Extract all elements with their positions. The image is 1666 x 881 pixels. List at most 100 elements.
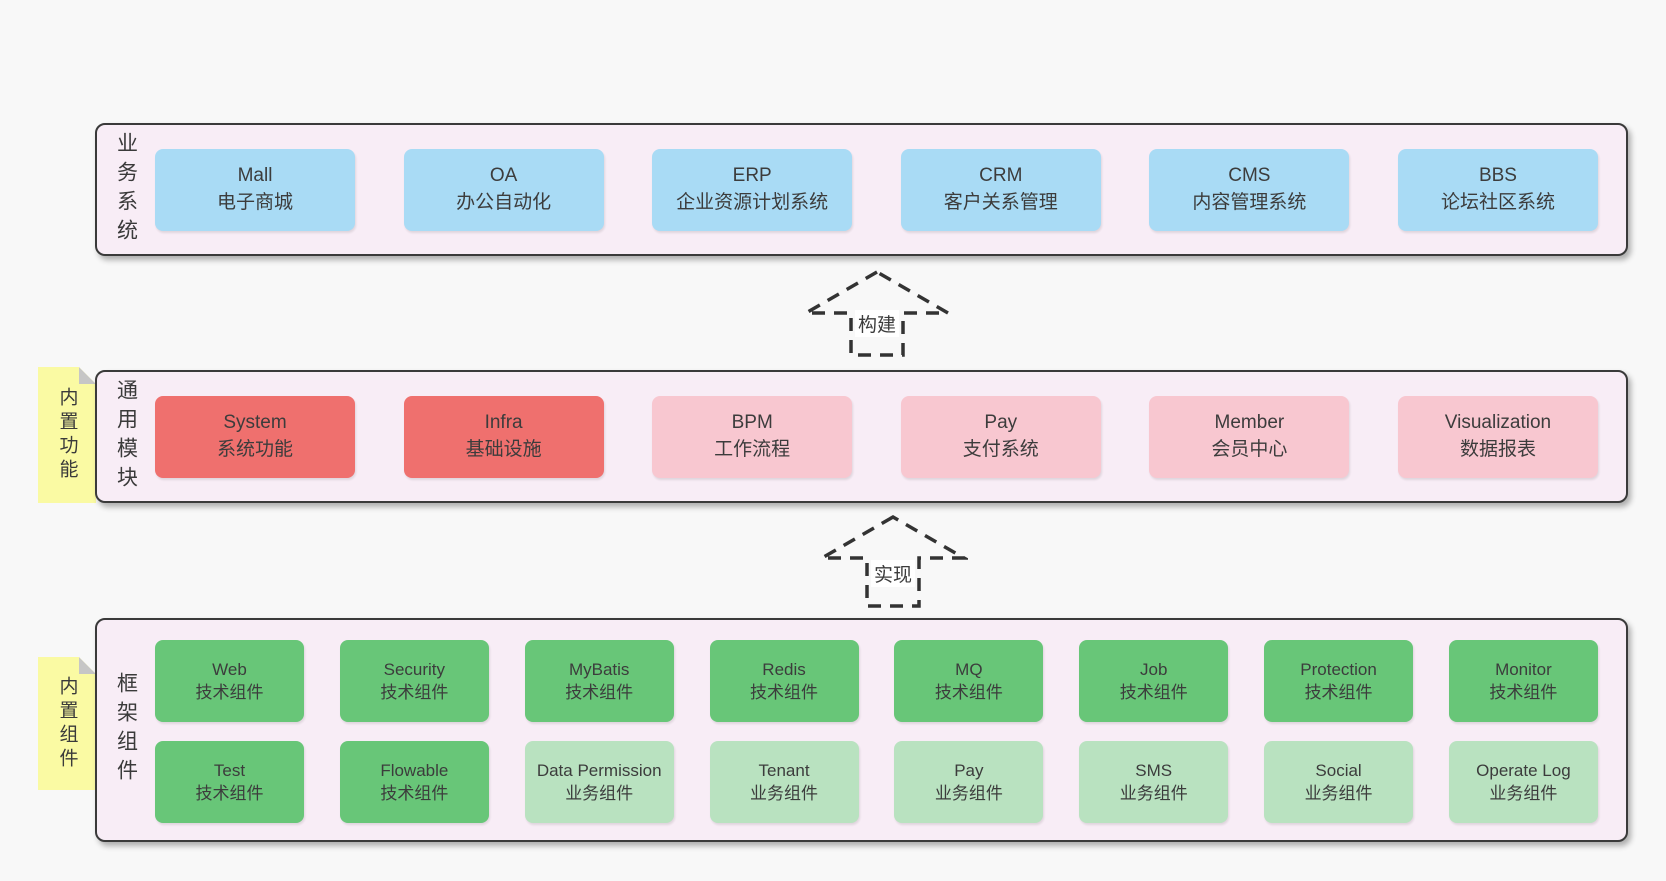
box-sms-desc: 业务组件 (1119, 784, 1188, 803)
framework-components-panel-label: 框架组件 (114, 672, 138, 788)
implement-arrow-label: 实现 (870, 560, 916, 587)
box-cms-desc: 内容管理系统 (1192, 191, 1307, 213)
box-crm-name: CRM (979, 165, 1023, 187)
box-mybatis: MyBatis 技术组件 (524, 640, 674, 722)
box-pay-module-desc: 支付系统 (962, 438, 1039, 460)
framework-components-label-col: 框架组件 (97, 620, 155, 840)
box-mall: Mall 电子商城 (155, 148, 355, 231)
box-tenant-name: Tenant (758, 760, 810, 780)
box-protection: Protection 技术组件 (1264, 640, 1414, 722)
box-flowable: Flowable 技术组件 (339, 741, 489, 823)
box-erp-desc: 企业资源计划系统 (676, 191, 829, 213)
box-security-name: Security (383, 659, 446, 679)
box-operate-log-name: Operate Log (1476, 760, 1571, 780)
box-bbs-desc: 论坛社区系统 (1440, 191, 1555, 213)
box-social: Social 业务组件 (1264, 741, 1414, 823)
box-security-desc: 技术组件 (380, 683, 449, 702)
box-mybatis-name: MyBatis (568, 659, 630, 679)
box-redis: Redis 技术组件 (709, 640, 859, 722)
box-test: Test 技术组件 (155, 741, 304, 823)
box-job: Job 技术组件 (1079, 640, 1229, 722)
box-erp-name: ERP (732, 165, 772, 187)
box-pay-component: Pay 业务组件 (894, 741, 1044, 823)
box-job-name: Job (1140, 659, 1168, 679)
framework-row-1: Web 技术组件 Security 技术组件 MyBatis 技术组件 Redi… (155, 640, 1598, 722)
box-sms-name: SMS (1135, 760, 1173, 780)
box-mq-desc: 技术组件 (934, 683, 1003, 702)
box-bpm-name: BPM (731, 412, 773, 434)
box-erp: ERP 企业资源计划系统 (652, 148, 853, 231)
business-systems-panel: 业务系统 Mall 电子商城 OA 办公自动化 ERP 企业资源计划系统 CRM… (95, 123, 1628, 256)
box-mall-desc: 电子商城 (216, 191, 293, 213)
box-monitor-desc: 技术组件 (1489, 683, 1558, 702)
box-web-name: Web (212, 659, 247, 679)
box-web-desc: 技术组件 (195, 683, 264, 702)
builtin-features-note-label: 内置功能 (56, 387, 78, 483)
box-oa-name: OA (489, 165, 518, 187)
box-bbs-name: BBS (1478, 165, 1517, 187)
box-bbs: BBS 论坛社区系统 (1397, 148, 1598, 231)
framework-components-panel: 框架组件 Web 技术组件 Security 技术组件 MyBatis 技术组件… (95, 618, 1628, 842)
box-oa: OA 办公自动化 (403, 148, 604, 231)
box-mq: MQ 技术组件 (894, 640, 1044, 722)
box-security: Security 技术组件 (339, 640, 489, 722)
box-cms-name: CMS (1228, 165, 1271, 187)
fold-corner-icon (79, 657, 96, 674)
box-flowable-name: Flowable (380, 760, 449, 780)
box-bpm: BPM 工作流程 (652, 395, 853, 478)
build-arrow-label: 构建 (854, 310, 900, 337)
box-sms: SMS 业务组件 (1079, 741, 1229, 823)
business-systems-row: Mall 电子商城 OA 办公自动化 ERP 企业资源计划系统 CRM 客户关系… (155, 125, 1626, 254)
box-oa-desc: 办公自动化 (456, 191, 552, 213)
box-test-desc: 技术组件 (195, 784, 264, 803)
box-social-desc: 业务组件 (1304, 784, 1373, 803)
common-modules-panel-label: 通用模块 (114, 378, 138, 495)
business-systems-panel-label: 业务系统 (114, 131, 138, 248)
box-pay-module-name: Pay (984, 412, 1018, 434)
box-flowable-desc: 技术组件 (380, 784, 449, 803)
box-infra: Infra 基础设施 (403, 395, 604, 478)
framework-row-2: Test 技术组件 Flowable 技术组件 Data Permission … (155, 741, 1598, 823)
box-test-name: Test (213, 760, 246, 780)
box-tenant-desc: 业务组件 (750, 784, 819, 803)
box-bpm-desc: 工作流程 (714, 438, 791, 460)
build-arrow: 构建 (802, 264, 952, 360)
business-systems-label-col: 业务系统 (97, 125, 155, 254)
framework-components-grid: Web 技术组件 Security 技术组件 MyBatis 技术组件 Redi… (155, 620, 1626, 840)
box-operate-log-desc: 业务组件 (1489, 784, 1558, 803)
box-job-desc: 技术组件 (1119, 683, 1188, 702)
box-member-desc: 会员中心 (1211, 438, 1288, 460)
box-crm: CRM 客户关系管理 (900, 148, 1101, 231)
box-system-desc: 系统功能 (216, 438, 293, 460)
box-cms: CMS 内容管理系统 (1149, 148, 1350, 231)
box-mall-name: Mall (237, 165, 273, 187)
box-web: Web 技术组件 (155, 640, 304, 722)
common-modules-row: System 系统功能 Infra 基础设施 BPM 工作流程 Pay 支付系统… (155, 372, 1626, 501)
box-pay-module: Pay 支付系统 (900, 395, 1101, 478)
common-modules-label-col: 通用模块 (97, 372, 155, 501)
box-redis-desc: 技术组件 (750, 683, 819, 702)
box-pay-component-name: Pay (954, 760, 984, 780)
box-data-permission: Data Permission 业务组件 (524, 741, 674, 823)
box-monitor: Monitor 技术组件 (1448, 640, 1598, 722)
box-infra-name: Infra (484, 412, 523, 434)
box-data-permission-name: Data Permission (536, 760, 662, 780)
box-crm-desc: 客户关系管理 (943, 191, 1058, 213)
box-data-permission-desc: 业务组件 (565, 784, 634, 803)
box-system-name: System (223, 412, 287, 434)
box-visualization: Visualization 数据报表 (1397, 395, 1598, 478)
implement-arrow: 实现 (818, 510, 968, 610)
builtin-components-note: 内置组件 (38, 657, 96, 790)
fold-corner-icon (79, 367, 96, 384)
box-tenant: Tenant 业务组件 (709, 741, 859, 823)
common-modules-panel: 通用模块 System 系统功能 Infra 基础设施 BPM 工作流程 Pay… (95, 370, 1628, 503)
box-member: Member 会员中心 (1149, 395, 1350, 478)
box-redis-name: Redis (762, 659, 806, 679)
builtin-features-note: 内置功能 (38, 367, 96, 503)
box-visualization-desc: 数据报表 (1459, 438, 1536, 460)
box-social-name: Social (1315, 760, 1362, 780)
box-operate-log: Operate Log 业务组件 (1448, 741, 1598, 823)
box-monitor-name: Monitor (1495, 659, 1552, 679)
box-protection-desc: 技术组件 (1304, 683, 1373, 702)
box-protection-name: Protection (1300, 659, 1377, 679)
